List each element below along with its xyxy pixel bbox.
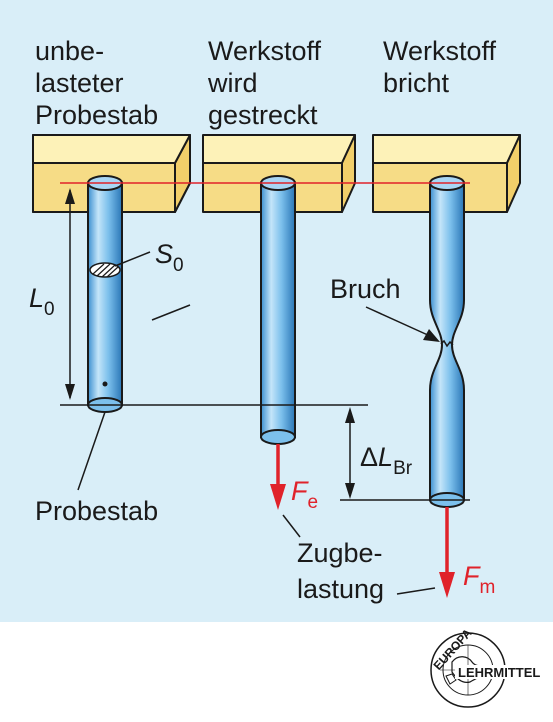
delta-L-dimension (345, 407, 355, 499)
S0-leader (114, 251, 151, 267)
marker-stroke (151, 304, 191, 321)
L0-label: L0 (29, 283, 55, 320)
fracture-line (440, 339, 454, 348)
europa-lehrmittel-logo: EUROPA LEHRMITTEL (430, 626, 545, 708)
stage-2-line-3: gestreckt (208, 100, 318, 130)
stage-3-heading: Werkstoff bricht (383, 36, 504, 98)
zugbelastung-leader-1 (282, 514, 301, 538)
probestab-label: Probestab (35, 496, 158, 526)
zugbelastung-label: Zugbe- lastung (297, 538, 390, 604)
zugbelastung-line-2: lastung (297, 574, 384, 604)
Fe-label: Fe (291, 476, 318, 513)
Fm-label: Fm (463, 561, 495, 598)
logo-bottom-text: LEHRMITTEL (458, 665, 540, 680)
L0-dimension (65, 188, 75, 400)
stage-1-line-1: unbe- (35, 36, 104, 66)
stage-3-line-2: bricht (383, 68, 450, 98)
specimen-rod-1 (87, 175, 123, 413)
clamp-block-3 (372, 134, 521, 213)
specimen-rod-2 (260, 175, 296, 445)
delta-L-label: ΔLBr (360, 442, 413, 479)
S0-label: S0 (155, 239, 184, 276)
stage-2-line-1: Werkstoff (208, 36, 322, 66)
force-arrow-Fe (270, 444, 286, 510)
zugbelastung-leader-2 (396, 587, 436, 595)
cross-section-hatch (89, 262, 121, 278)
stage-2-heading: Werkstoff wird gestreckt (207, 36, 329, 130)
stage-1-line-3: Probestab (35, 100, 158, 130)
probestab-point (102, 381, 108, 387)
force-arrow-Fm (439, 507, 455, 598)
stage-1-heading: unbe- lasteter Probestab (35, 36, 158, 130)
bruch-arrow (365, 306, 440, 342)
probestab-leader (77, 411, 106, 491)
stage-3-line-1: Werkstoff (383, 36, 497, 66)
stage-2-line-2: wird (207, 68, 258, 98)
stage-1-line-2: lasteter (35, 68, 124, 98)
bruch-label: Bruch (330, 274, 401, 304)
zugbelastung-line-1: Zugbe- (297, 538, 383, 568)
